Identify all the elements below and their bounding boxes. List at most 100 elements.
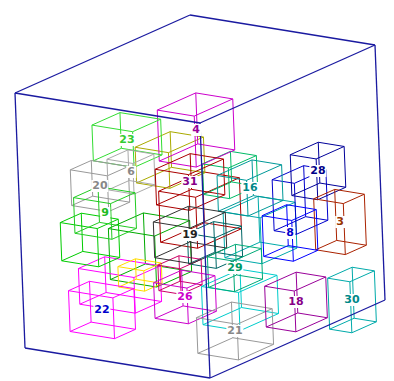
box-number: 21: [226, 325, 243, 337]
box-edge: [287, 205, 317, 210]
box-edge: [155, 169, 188, 174]
box-edge: [99, 257, 120, 266]
box-edge: [215, 276, 216, 312]
box-edge: [111, 204, 112, 240]
box-edge: [314, 199, 344, 204]
box-edge: [179, 256, 201, 260]
filler-boxes: [60, 132, 328, 331]
box-edge: [252, 160, 282, 165]
box-edge: [194, 99, 233, 116]
box-edge: [207, 257, 208, 288]
box-edge: [235, 244, 261, 248]
box-edge: [264, 246, 289, 257]
box-edge: [118, 259, 135, 267]
box-edge: [74, 198, 111, 204]
box-edge: [118, 267, 144, 271]
box-edge: [352, 267, 374, 271]
box-edge: [241, 226, 242, 257]
box-edge: [92, 113, 120, 125]
box-edge: [159, 172, 203, 192]
box-edge: [182, 270, 215, 275]
box-edge: [92, 125, 133, 132]
box-edge: [78, 269, 134, 278]
box-edge: [190, 212, 225, 228]
box-edge: [144, 263, 162, 271]
box-edge: [159, 191, 161, 242]
box-edge: [108, 229, 110, 280]
box-edge: [134, 266, 160, 278]
box-edge: [170, 173, 205, 189]
box-edge: [287, 205, 289, 246]
box-edge: [318, 142, 344, 146]
box-edge: [335, 189, 365, 194]
box-edge: [266, 327, 296, 332]
box-edge: [192, 189, 225, 194]
box-edge: [155, 242, 190, 258]
box-edge: [233, 99, 235, 150]
box-edge: [70, 170, 107, 176]
box-number: 31: [181, 176, 198, 188]
box-edge: [121, 148, 162, 155]
box-edge: [314, 199, 316, 250]
box-number: 20: [91, 180, 108, 192]
box-edge: [110, 264, 145, 280]
box-edge: [113, 298, 115, 339]
box-edge: [78, 257, 104, 269]
box-edge: [350, 271, 375, 282]
box-edge: [292, 183, 320, 195]
box-edge: [75, 233, 112, 239]
box-edge: [196, 318, 237, 325]
box-edge: [143, 213, 189, 221]
box-edge: [90, 281, 92, 322]
box-edge: [157, 110, 159, 161]
box-edge: [330, 329, 352, 333]
box-edge: [188, 311, 216, 323]
box-edge: [134, 289, 136, 330]
box-edge: [108, 229, 154, 237]
box-edge: [155, 258, 192, 264]
box-edge: [70, 170, 71, 206]
box-edge: [189, 264, 217, 269]
box-edge: [237, 275, 263, 279]
box-edge: [354, 318, 376, 322]
box-edge: [99, 222, 136, 228]
box-edge: [188, 159, 223, 175]
box-edge: [75, 222, 100, 233]
box-edge: [262, 216, 264, 257]
box-edge: [218, 196, 253, 212]
box-edge: [161, 119, 162, 155]
box-edge: [272, 309, 273, 345]
box-edge: [133, 154, 154, 163]
box-edge: [69, 291, 113, 298]
box-edge: [253, 196, 283, 201]
box-edge: [161, 223, 205, 243]
box-edge: [157, 189, 192, 205]
box-edge: [316, 250, 346, 255]
box-edge: [153, 222, 190, 228]
box-edge: [266, 313, 298, 327]
box-edge: [188, 206, 225, 212]
box-edge: [155, 318, 188, 323]
box-edge: [207, 244, 235, 256]
box-edge: [113, 289, 134, 298]
box-edge: [318, 187, 346, 199]
box-edge: [159, 191, 196, 197]
box-edge: [91, 322, 135, 329]
box-edge: [157, 93, 196, 110]
box-edge: [364, 194, 366, 245]
box-edge: [247, 165, 282, 181]
box-edge: [239, 275, 278, 292]
box-edge: [292, 210, 317, 221]
box-number: 6: [126, 166, 136, 178]
box-edge: [135, 132, 170, 148]
box-edge: [328, 278, 330, 329]
box-edge: [231, 302, 272, 309]
box-edge: [328, 278, 350, 282]
box-edge: [74, 198, 75, 234]
box-number: 23: [118, 134, 135, 146]
cube-edge: [15, 15, 190, 93]
box-edge: [316, 210, 318, 251]
box-edge: [81, 213, 83, 251]
box-edge: [155, 154, 190, 170]
box-edge: [344, 146, 346, 187]
